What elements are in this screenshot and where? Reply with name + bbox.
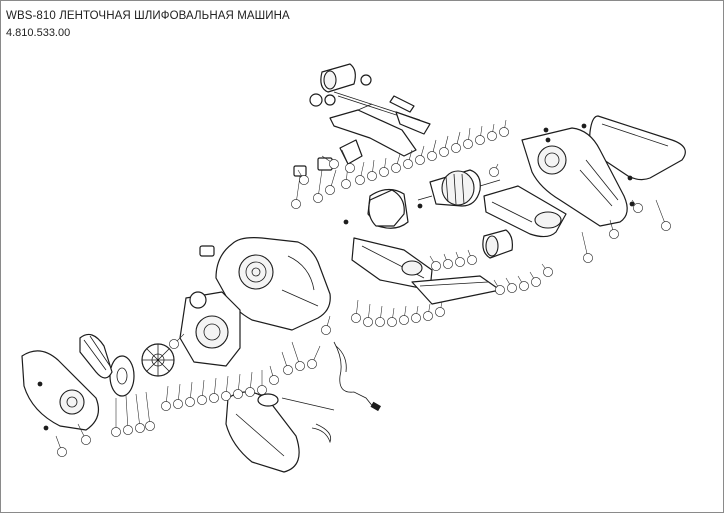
callout-balloon-55 xyxy=(111,427,121,437)
callout-balloon-42 xyxy=(161,401,171,411)
callout-balloon-45 xyxy=(197,395,207,405)
callout-balloon-25 xyxy=(455,257,465,267)
callout-balloon-29 xyxy=(519,281,529,291)
callout-balloon-6 xyxy=(367,171,377,181)
belt-platen xyxy=(589,115,686,181)
callout-balloon-17 xyxy=(499,127,509,137)
callout-balloon-13 xyxy=(451,143,461,153)
callout-balloon-41 xyxy=(307,359,317,369)
callout-balloon-5 xyxy=(355,175,365,185)
callout-balloon-44 xyxy=(185,397,195,407)
small-screws xyxy=(37,123,635,431)
callout-balloon-24 xyxy=(443,259,453,269)
callout-leader-57 xyxy=(135,393,141,429)
callout-balloon-62 xyxy=(345,163,355,173)
gear-housing xyxy=(179,291,241,367)
callout-balloon-1 xyxy=(291,199,301,209)
callout-balloon-26 xyxy=(467,255,477,265)
callout-balloon-53 xyxy=(295,361,305,371)
callout-balloon-16 xyxy=(487,131,497,141)
callout-balloon-57 xyxy=(135,423,145,433)
callout-balloon-7 xyxy=(379,167,389,177)
screw-spring-parts xyxy=(257,393,335,444)
callout-balloon-11 xyxy=(427,151,437,161)
drive-disc xyxy=(109,355,135,397)
main-body-housing xyxy=(199,237,331,331)
callout-balloon-58 xyxy=(145,421,155,431)
callout-leader-56 xyxy=(125,395,129,431)
callout-leader-58 xyxy=(145,391,151,427)
callout-balloon-15 xyxy=(475,135,485,145)
callout-balloon-34 xyxy=(375,317,385,327)
callout-balloon-38 xyxy=(423,311,433,321)
callout-balloon-61 xyxy=(329,159,339,169)
callout-balloon-19 xyxy=(583,253,593,263)
callout-balloon-43 xyxy=(173,399,183,409)
callout-balloon-50 xyxy=(257,385,267,395)
toothed-belt xyxy=(79,333,113,379)
callout-balloon-36 xyxy=(399,315,409,325)
motor-armature xyxy=(417,169,501,207)
callout-balloon-51 xyxy=(269,375,279,385)
callout-balloon-2 xyxy=(313,193,323,203)
callout-balloon-14 xyxy=(463,139,473,149)
callout-balloon-35 xyxy=(387,317,397,327)
callout-balloon-32 xyxy=(351,313,361,323)
top-roller xyxy=(309,63,425,125)
callout-balloon-20 xyxy=(609,229,619,239)
callout-balloon-9 xyxy=(403,159,413,169)
callout-balloon-4 xyxy=(341,179,351,189)
callout-balloon-30 xyxy=(531,277,541,287)
front-roller xyxy=(482,229,513,259)
right-cover-housing xyxy=(521,127,628,227)
callout-balloon-46 xyxy=(209,393,219,403)
callout-balloon-18 xyxy=(489,167,499,177)
callout-balloon-22 xyxy=(661,221,671,231)
callout-balloon-33 xyxy=(363,317,373,327)
callout-balloon-23 xyxy=(431,261,441,271)
callout-balloon-52 xyxy=(283,365,293,375)
base-frame xyxy=(483,185,567,238)
callout-layer xyxy=(55,119,671,457)
parts-layer xyxy=(21,63,686,473)
callout-balloon-12 xyxy=(439,147,449,157)
callout-balloon-60 xyxy=(57,447,67,457)
callout-balloon-27 xyxy=(495,285,505,295)
page-title: WBS-810 ЛЕНТОЧНАЯ ШЛИФОВАЛЬНАЯ МАШИНА xyxy=(6,10,290,22)
callout-balloon-54 xyxy=(169,339,179,349)
callout-balloon-49 xyxy=(245,387,255,397)
drawing-code: 4.810.533.00 xyxy=(6,27,71,39)
belt-tensioner-lever xyxy=(329,95,431,157)
callout-balloon-31 xyxy=(543,267,553,277)
callout-balloon-40 xyxy=(321,325,331,335)
callout-balloon-8 xyxy=(391,163,401,173)
power-cord xyxy=(333,341,382,412)
callout-balloon-3 xyxy=(325,185,335,195)
callout-balloon-63 xyxy=(299,175,309,185)
callout-balloon-56 xyxy=(123,425,133,435)
callout-balloon-39 xyxy=(435,307,445,317)
brush-holder xyxy=(368,189,405,227)
callout-balloon-47 xyxy=(221,391,231,401)
callout-balloon-21 xyxy=(633,203,643,213)
callout-balloon-48 xyxy=(233,389,243,399)
callout-balloon-10 xyxy=(415,155,425,165)
callout-balloon-37 xyxy=(411,313,421,323)
callout-balloon-28 xyxy=(507,283,517,293)
cooling-fan xyxy=(141,343,175,377)
callout-balloon-59 xyxy=(81,435,91,445)
left-belt-cover xyxy=(21,350,99,431)
